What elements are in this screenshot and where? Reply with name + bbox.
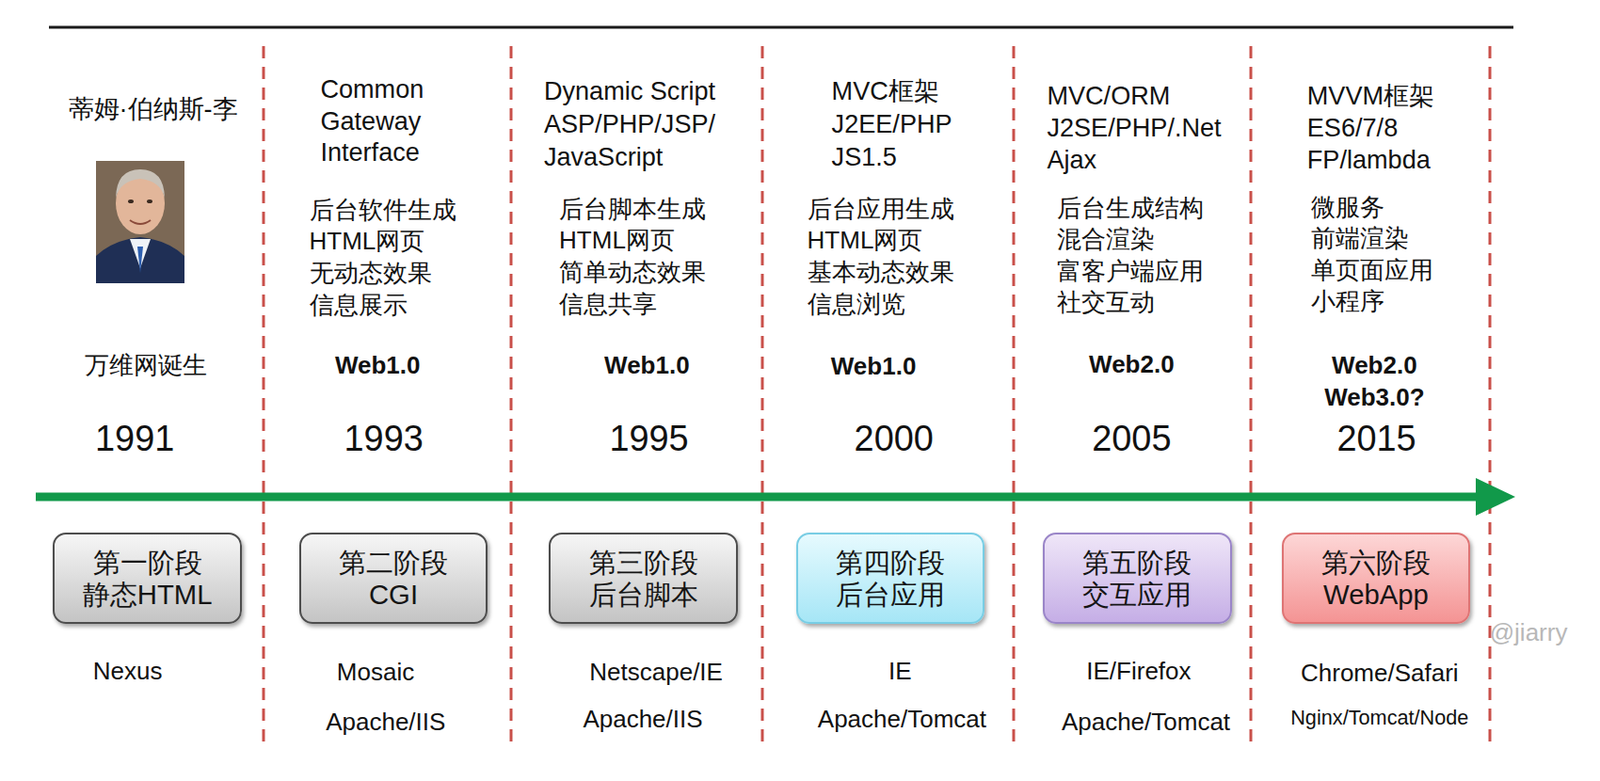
timeline-label: 蒂姆·伯纳斯-李 xyxy=(68,94,239,126)
timeline-label: Mosaic xyxy=(336,657,415,688)
timeline-label: 微服务 xyxy=(1311,192,1385,223)
timeline-label: ES6/7/8 xyxy=(1307,112,1398,144)
stage-box: 第五阶段交互应用 xyxy=(1042,532,1232,625)
stage-number: 第六阶段 xyxy=(1321,546,1431,579)
time-arrow-head xyxy=(1475,478,1516,516)
portrait-photo xyxy=(96,160,185,284)
timeline-label: 混合渲染 xyxy=(1056,224,1155,255)
column-dividers xyxy=(263,46,1490,746)
timeline-label: 后台生成结构 xyxy=(1056,193,1204,224)
stage-name: 交互应用 xyxy=(1082,578,1192,611)
timeline-label: Apache/Tomcat xyxy=(817,704,987,735)
timeline-label: 后台应用生成 xyxy=(807,194,955,224)
stage-box: 第四阶段后台应用 xyxy=(796,532,986,625)
era-label: Web1.0 xyxy=(335,351,421,381)
timeline-label: 小程序 xyxy=(1311,287,1385,317)
stage-name: WebApp xyxy=(1323,578,1429,611)
era-label: Web2.0 xyxy=(1088,350,1175,380)
timeline-label: JavaScript xyxy=(544,142,664,174)
era-label: Web1.0 xyxy=(831,352,917,382)
timeline-label: 基本动态效果 xyxy=(807,257,955,288)
stage-number: 第四阶段 xyxy=(835,546,945,579)
stage-number: 第三阶段 xyxy=(589,546,699,579)
stage-number: 第二阶段 xyxy=(338,546,448,579)
timeline-label: Nexus xyxy=(93,656,163,687)
timeline-label: 后台脚本生成 xyxy=(559,194,706,224)
timeline-label: 无动态效果 xyxy=(309,258,432,288)
timeline-label: Gateway xyxy=(320,106,421,138)
timeline-label: IE xyxy=(888,656,912,687)
timeline-label: ASP/PHP/JSP/ xyxy=(544,109,716,141)
timeline-label: Apache/IIS xyxy=(582,704,703,735)
timeline-label: FP/lambda xyxy=(1307,144,1431,176)
stage-name: CGI xyxy=(368,578,418,611)
era-label: Web1.0 xyxy=(604,351,690,381)
timeline-label: 前端渲染 xyxy=(1311,224,1409,254)
year-label: 2005 xyxy=(1091,417,1171,461)
timeline-label: JS1.5 xyxy=(832,142,897,174)
timeline-label: Dynamic Script xyxy=(544,76,716,108)
timeline-label: 后台软件生成 xyxy=(309,195,457,225)
year-label: 2000 xyxy=(854,417,934,461)
stage-box: 第二阶段CGI xyxy=(299,532,489,625)
timeline-label: J2EE/PHP xyxy=(832,109,953,141)
timeline-label: 简单动态效果 xyxy=(559,257,706,288)
timeline-label: 信息浏览 xyxy=(807,289,906,320)
top-rule xyxy=(48,26,1514,30)
stage-box: 第一阶段静态HTML xyxy=(52,532,242,625)
year-label: 1995 xyxy=(608,417,688,461)
timeline-label: 社交互动 xyxy=(1056,288,1155,318)
year-label: 1991 xyxy=(95,417,175,461)
timeline-label: Apache/Tomcat xyxy=(1061,707,1231,737)
year-label: 1993 xyxy=(344,417,424,461)
timeline-label: MVC框架 xyxy=(832,76,940,108)
timeline-label: Ajax xyxy=(1046,144,1097,176)
stage-number: 第一阶段 xyxy=(93,546,203,579)
era-label: Web3.0? xyxy=(1324,383,1424,413)
timeline-label: IE/Firefox xyxy=(1086,656,1191,687)
year-label: 2015 xyxy=(1336,417,1416,461)
time-arrow-shaft xyxy=(35,493,1483,502)
timeline-label: 单页面应用 xyxy=(1311,256,1434,286)
timeline-label: Common xyxy=(320,74,424,106)
timeline-label: Nginx/Tomcat/Node xyxy=(1290,705,1469,731)
timeline-label: Chrome/Safari xyxy=(1300,658,1459,688)
watermark: @jiarry xyxy=(1489,618,1568,648)
timeline-label: Apache/IIS xyxy=(325,707,446,737)
timeline-label: Netscape/IE xyxy=(589,657,723,688)
timeline-label: J2SE/PHP/.Net xyxy=(1046,112,1221,144)
timeline-label: 信息共享 xyxy=(559,289,657,320)
timeline-label: MVVM框架 xyxy=(1307,80,1435,112)
stage-number: 第五阶段 xyxy=(1082,546,1192,579)
timeline-label: 信息展示 xyxy=(309,290,408,320)
stage-name: 后台应用 xyxy=(835,578,945,611)
stage-box: 第三阶段后台脚本 xyxy=(548,532,738,625)
timeline-label: HTML网页 xyxy=(807,225,924,256)
timeline-label: HTML网页 xyxy=(309,226,426,256)
timeline-label: MVC/ORM xyxy=(1046,80,1170,112)
timeline-label: 富客户端应用 xyxy=(1056,256,1204,287)
stage-name: 静态HTML xyxy=(82,578,213,611)
timeline-label: HTML网页 xyxy=(559,225,675,256)
era-label: Web2.0 xyxy=(1331,351,1418,381)
timeline-label: 万维网诞生 xyxy=(84,351,208,381)
stage-name: 后台脚本 xyxy=(589,578,699,611)
timeline-label: Interface xyxy=(320,137,419,169)
stage-box: 第六阶段WebApp xyxy=(1281,532,1472,625)
